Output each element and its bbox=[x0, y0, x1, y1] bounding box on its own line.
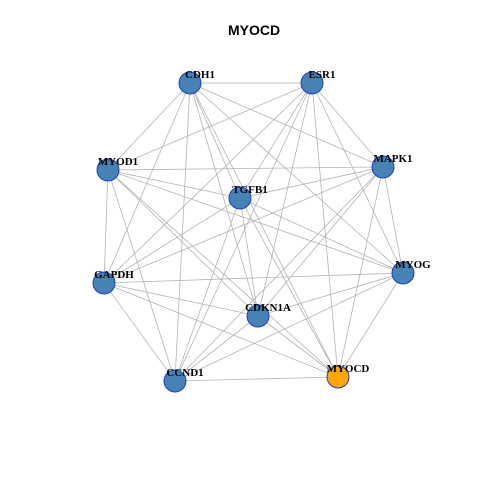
node-tgfb1[interactable] bbox=[228, 186, 252, 210]
edge-tgfb1-myog bbox=[239, 197, 404, 274]
node-label-myog: MYOG bbox=[395, 259, 431, 271]
edge-gapdh-myog bbox=[103, 272, 404, 284]
node-gapdh[interactable] bbox=[92, 271, 116, 295]
graph-title: MYOCD bbox=[228, 22, 280, 38]
edge-mapk1-tgfb1 bbox=[239, 166, 384, 199]
edge-cdkn1a-ccnd1 bbox=[174, 315, 259, 382]
node-cdh1[interactable] bbox=[178, 71, 202, 95]
node-cdkn1a[interactable] bbox=[246, 304, 270, 328]
edge-ccnd1-myocd bbox=[174, 376, 339, 382]
edge-tgfb1-gapdh bbox=[103, 197, 241, 284]
edge-mapk1-ccnd1 bbox=[174, 166, 384, 382]
edge-cdkn1a-myocd bbox=[257, 315, 339, 378]
edge-cdh1-mapk1 bbox=[189, 82, 384, 168]
node-myocd[interactable] bbox=[326, 365, 350, 389]
node-label-cdh1: CDH1 bbox=[185, 69, 215, 81]
node-label-esr1: ESR1 bbox=[309, 69, 336, 81]
node-label-myod1: MYOD1 bbox=[98, 156, 138, 168]
edge-cdh1-cdkn1a bbox=[189, 82, 259, 317]
edge-tgfb1-ccnd1 bbox=[174, 197, 241, 382]
edge-esr1-mapk1 bbox=[311, 82, 384, 168]
edge-mapk1-cdkn1a bbox=[257, 166, 384, 317]
edge-myog-ccnd1 bbox=[174, 272, 404, 382]
node-mapk1[interactable] bbox=[371, 155, 395, 179]
edge-cdh1-gapdh bbox=[103, 82, 191, 284]
edge-mapk1-myog bbox=[382, 166, 404, 274]
node-label-gapdh: GAPDH bbox=[94, 269, 134, 281]
edge-gapdh-myocd bbox=[103, 282, 339, 378]
edges-layer bbox=[103, 82, 404, 382]
edge-cdh1-myocd bbox=[189, 82, 339, 378]
edge-cdh1-tgfb1 bbox=[189, 82, 241, 199]
edge-cdh1-myod1 bbox=[107, 82, 191, 171]
edge-myod1-myocd bbox=[107, 169, 339, 378]
edge-tgfb1-myocd bbox=[239, 197, 339, 378]
edge-mapk1-myocd bbox=[337, 166, 384, 378]
edge-mapk1-gapdh bbox=[103, 166, 384, 284]
edge-esr1-tgfb1 bbox=[239, 82, 313, 199]
edge-gapdh-ccnd1 bbox=[103, 282, 176, 382]
node-myog[interactable] bbox=[391, 261, 415, 285]
edge-tgfb1-cdkn1a bbox=[239, 197, 259, 317]
node-label-cdkn1a: CDKN1A bbox=[245, 302, 291, 314]
node-label-ccnd1: CCND1 bbox=[166, 367, 203, 379]
edge-cdh1-ccnd1 bbox=[174, 82, 191, 382]
edge-myod1-tgfb1 bbox=[107, 169, 241, 199]
node-label-tgfb1: TGFB1 bbox=[232, 184, 267, 196]
edge-myod1-ccnd1 bbox=[107, 169, 176, 382]
edge-myog-cdkn1a bbox=[257, 272, 404, 317]
edge-cdh1-myog bbox=[189, 82, 404, 274]
edge-myod1-gapdh bbox=[103, 169, 109, 284]
edge-esr1-gapdh bbox=[103, 82, 313, 284]
edge-myod1-mapk1 bbox=[107, 166, 384, 171]
edge-esr1-myocd bbox=[311, 82, 339, 378]
nodes-layer bbox=[92, 71, 415, 393]
node-ccnd1[interactable] bbox=[163, 369, 187, 393]
edge-myod1-myog bbox=[107, 169, 404, 274]
node-myod1[interactable] bbox=[96, 158, 120, 182]
edge-esr1-myod1 bbox=[107, 82, 313, 171]
node-label-myocd: MYOCD bbox=[327, 363, 370, 375]
edge-esr1-ccnd1 bbox=[174, 82, 313, 382]
edge-gapdh-cdkn1a bbox=[103, 282, 259, 317]
node-esr1[interactable] bbox=[300, 71, 324, 95]
edge-myog-myocd bbox=[337, 272, 404, 378]
node-label-mapk1: MAPK1 bbox=[373, 153, 412, 165]
edge-myod1-cdkn1a bbox=[107, 169, 259, 317]
